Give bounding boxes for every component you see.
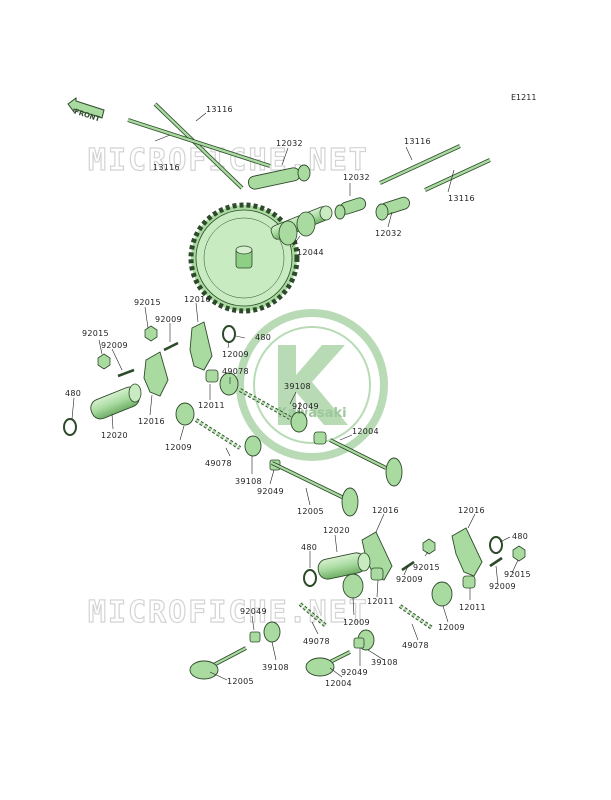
part-label: 13116 [448, 194, 475, 203]
part-label: 12032 [343, 173, 370, 182]
part-label: 12009 [438, 623, 465, 632]
part-label: 92049 [341, 668, 368, 677]
part-label: 13116 [206, 105, 233, 114]
part-label: 92049 [257, 487, 284, 496]
part-label: 92009 [101, 341, 128, 350]
diagram-code: E1211 [511, 93, 536, 102]
part-label: 12009 [343, 618, 370, 627]
tappet [247, 164, 411, 221]
part-label: 12011 [198, 401, 225, 410]
part-label: 13116 [153, 163, 180, 172]
part-label: 92015 [504, 570, 531, 579]
part-label: 92049 [240, 607, 267, 616]
valve-cap [205, 369, 327, 445]
part-label: 12005 [297, 507, 324, 516]
part-label: 12004 [352, 427, 379, 436]
part-label: 480 [301, 543, 317, 552]
watermark: MICROFICHE.NET MICROFICHE.NET [87, 142, 369, 630]
part-label: 12032 [276, 139, 303, 148]
part-label: 12011 [367, 597, 394, 606]
lower-valve-spring-highlight [299, 603, 433, 629]
rocker-arm [143, 321, 213, 397]
part-label: 12016 [184, 295, 211, 304]
part-label: 92009 [155, 315, 182, 324]
part-label: 92015 [82, 329, 109, 338]
part-label: 12011 [459, 603, 486, 612]
part-label: 12005 [227, 677, 254, 686]
part-label: 49078 [303, 637, 330, 646]
part-label: 92015 [134, 298, 161, 307]
lower-lock-nut [422, 538, 526, 562]
lower-split-keeper [249, 631, 365, 649]
part-label: 92009 [396, 575, 423, 584]
part-label: 92049 [292, 402, 319, 411]
part-label: 12020 [101, 431, 128, 440]
part-label: 92009 [489, 582, 516, 591]
lower-circlip [303, 536, 503, 587]
valve-spring-highlight [195, 389, 291, 449]
spring-retainer [175, 372, 308, 457]
push-rod [127, 102, 491, 192]
part-label: 12020 [323, 526, 350, 535]
part-label: 13116 [404, 137, 431, 146]
part-label: 480 [65, 389, 81, 398]
leader-lines [71, 112, 519, 681]
part-label: 39108 [371, 658, 398, 667]
part-label: 39108 [262, 663, 289, 672]
part-label: 12004 [325, 679, 352, 688]
part-label: 12044 [297, 248, 324, 257]
part-label: 12016 [458, 506, 485, 515]
part-label: 480 [255, 333, 271, 342]
part-label: 12009 [222, 350, 249, 359]
part-label: 92015 [413, 563, 440, 572]
part-label: 12009 [165, 443, 192, 452]
part-labels: 13116 13116 12032 13116 12032 13116 1203… [65, 105, 531, 688]
part-label: 12016 [138, 417, 165, 426]
adjust-screw [117, 341, 179, 378]
part-label: 39108 [235, 477, 262, 486]
valve [271, 438, 403, 517]
part-label: 12032 [375, 229, 402, 238]
rocker-shaft [90, 383, 142, 420]
part-label: 49078 [205, 459, 232, 468]
lower-valve [189, 646, 351, 680]
lower-rocker-shaft [317, 552, 371, 580]
part-label: 49078 [222, 367, 249, 376]
camshaft-gear [188, 202, 333, 314]
part-label: 39108 [284, 382, 311, 391]
lower-valve-cap [370, 567, 476, 589]
part-label: 480 [512, 532, 528, 541]
lock-nut [97, 325, 158, 370]
watermark-text-bottom: MICROFICHE.NET [88, 595, 369, 630]
front-arrow-icon: FRONT [67, 97, 105, 123]
part-label: 49078 [402, 641, 429, 650]
part-label: 12016 [372, 506, 399, 515]
